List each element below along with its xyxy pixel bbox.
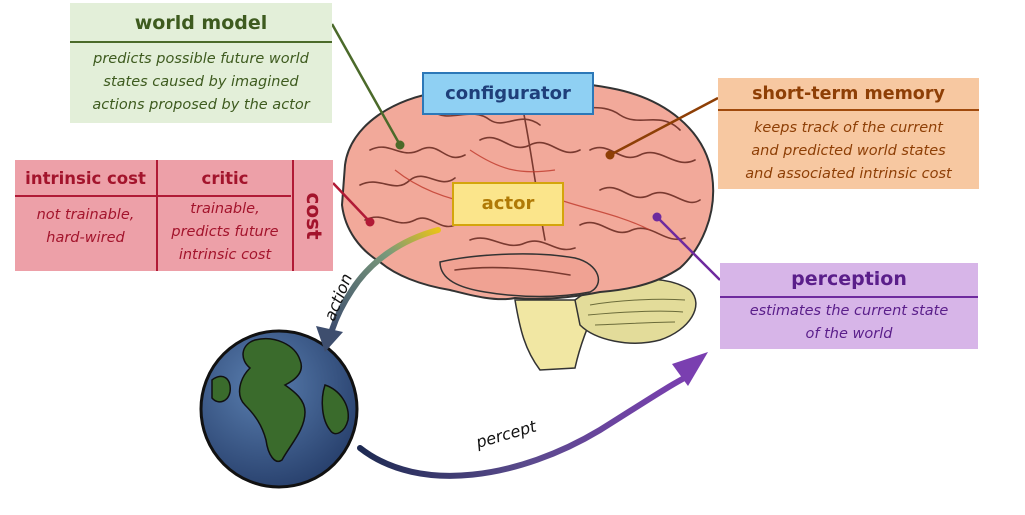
perception-description: estimates the current state of the world [720, 298, 978, 346]
short-term-memory-box: short-term memory keeps track of the cur… [718, 78, 979, 189]
configurator-title: configurator [445, 83, 571, 104]
intrinsic-cost-title: intrinsic cost [25, 169, 146, 188]
cost-column-divider [156, 160, 158, 271]
short-term-memory-title: short-term memory [718, 78, 979, 111]
cost-header-divider [15, 195, 291, 197]
world-model-line: actions proposed by the actor [92, 97, 310, 113]
world-model-description: predicts possible future world states ca… [70, 43, 332, 117]
earth-globe [199, 329, 359, 489]
percept-arrow [357, 352, 708, 479]
critic-line: intrinsic cost [178, 247, 272, 263]
cost-side-divider [292, 160, 294, 271]
cost-side-label: cost [294, 160, 333, 271]
cost-connector [332, 182, 371, 223]
critic-title: critic [201, 169, 249, 188]
short-term-memory-line: and predicted world states [751, 143, 946, 159]
cost-box: intrinsic cost not trainable, hard-wired… [15, 160, 333, 271]
intrinsic-cost-line: hard-wired [46, 230, 125, 246]
short-term-memory-line: and associated intrinsic cost [745, 166, 952, 182]
cost-connector-dot [365, 217, 375, 227]
short-term-memory-line: keeps track of the current [754, 120, 943, 136]
critic-description: trainable, predicts future intrinsic cos… [158, 198, 292, 267]
cost-label: cost [301, 191, 326, 240]
percept-label: percept [473, 416, 539, 452]
critic-line: predicts future [171, 224, 279, 240]
perception-box: perception estimates the current state o… [720, 263, 978, 349]
critic-line: trainable, [190, 201, 260, 217]
perception-title: perception [720, 263, 978, 298]
short-term-memory-connector-dot [605, 150, 615, 160]
short-term-memory-connector [609, 96, 719, 157]
intrinsic-cost-line: not trainable, [36, 207, 135, 223]
intrinsic-cost-description: not trainable, hard-wired [15, 204, 156, 250]
world-model-title: world model [70, 3, 332, 43]
configurator-box: configurator [422, 72, 594, 115]
perception-connector [656, 216, 721, 281]
world-model-line: predicts possible future world [93, 51, 309, 67]
actor-title: actor [481, 193, 535, 214]
world-model-box: world model predicts possible future wor… [70, 3, 332, 123]
perception-connector-dot [652, 212, 662, 222]
short-term-memory-description: keeps track of the current and predicted… [718, 111, 979, 186]
world-model-line: states caused by imagined [103, 74, 299, 90]
actor-box: actor [452, 182, 564, 226]
perception-line: of the world [805, 326, 893, 342]
world-model-connector-dot [395, 140, 405, 150]
world-model-connector [330, 23, 402, 146]
perception-line: estimates the current state [749, 303, 949, 319]
action-arrow [316, 227, 441, 352]
